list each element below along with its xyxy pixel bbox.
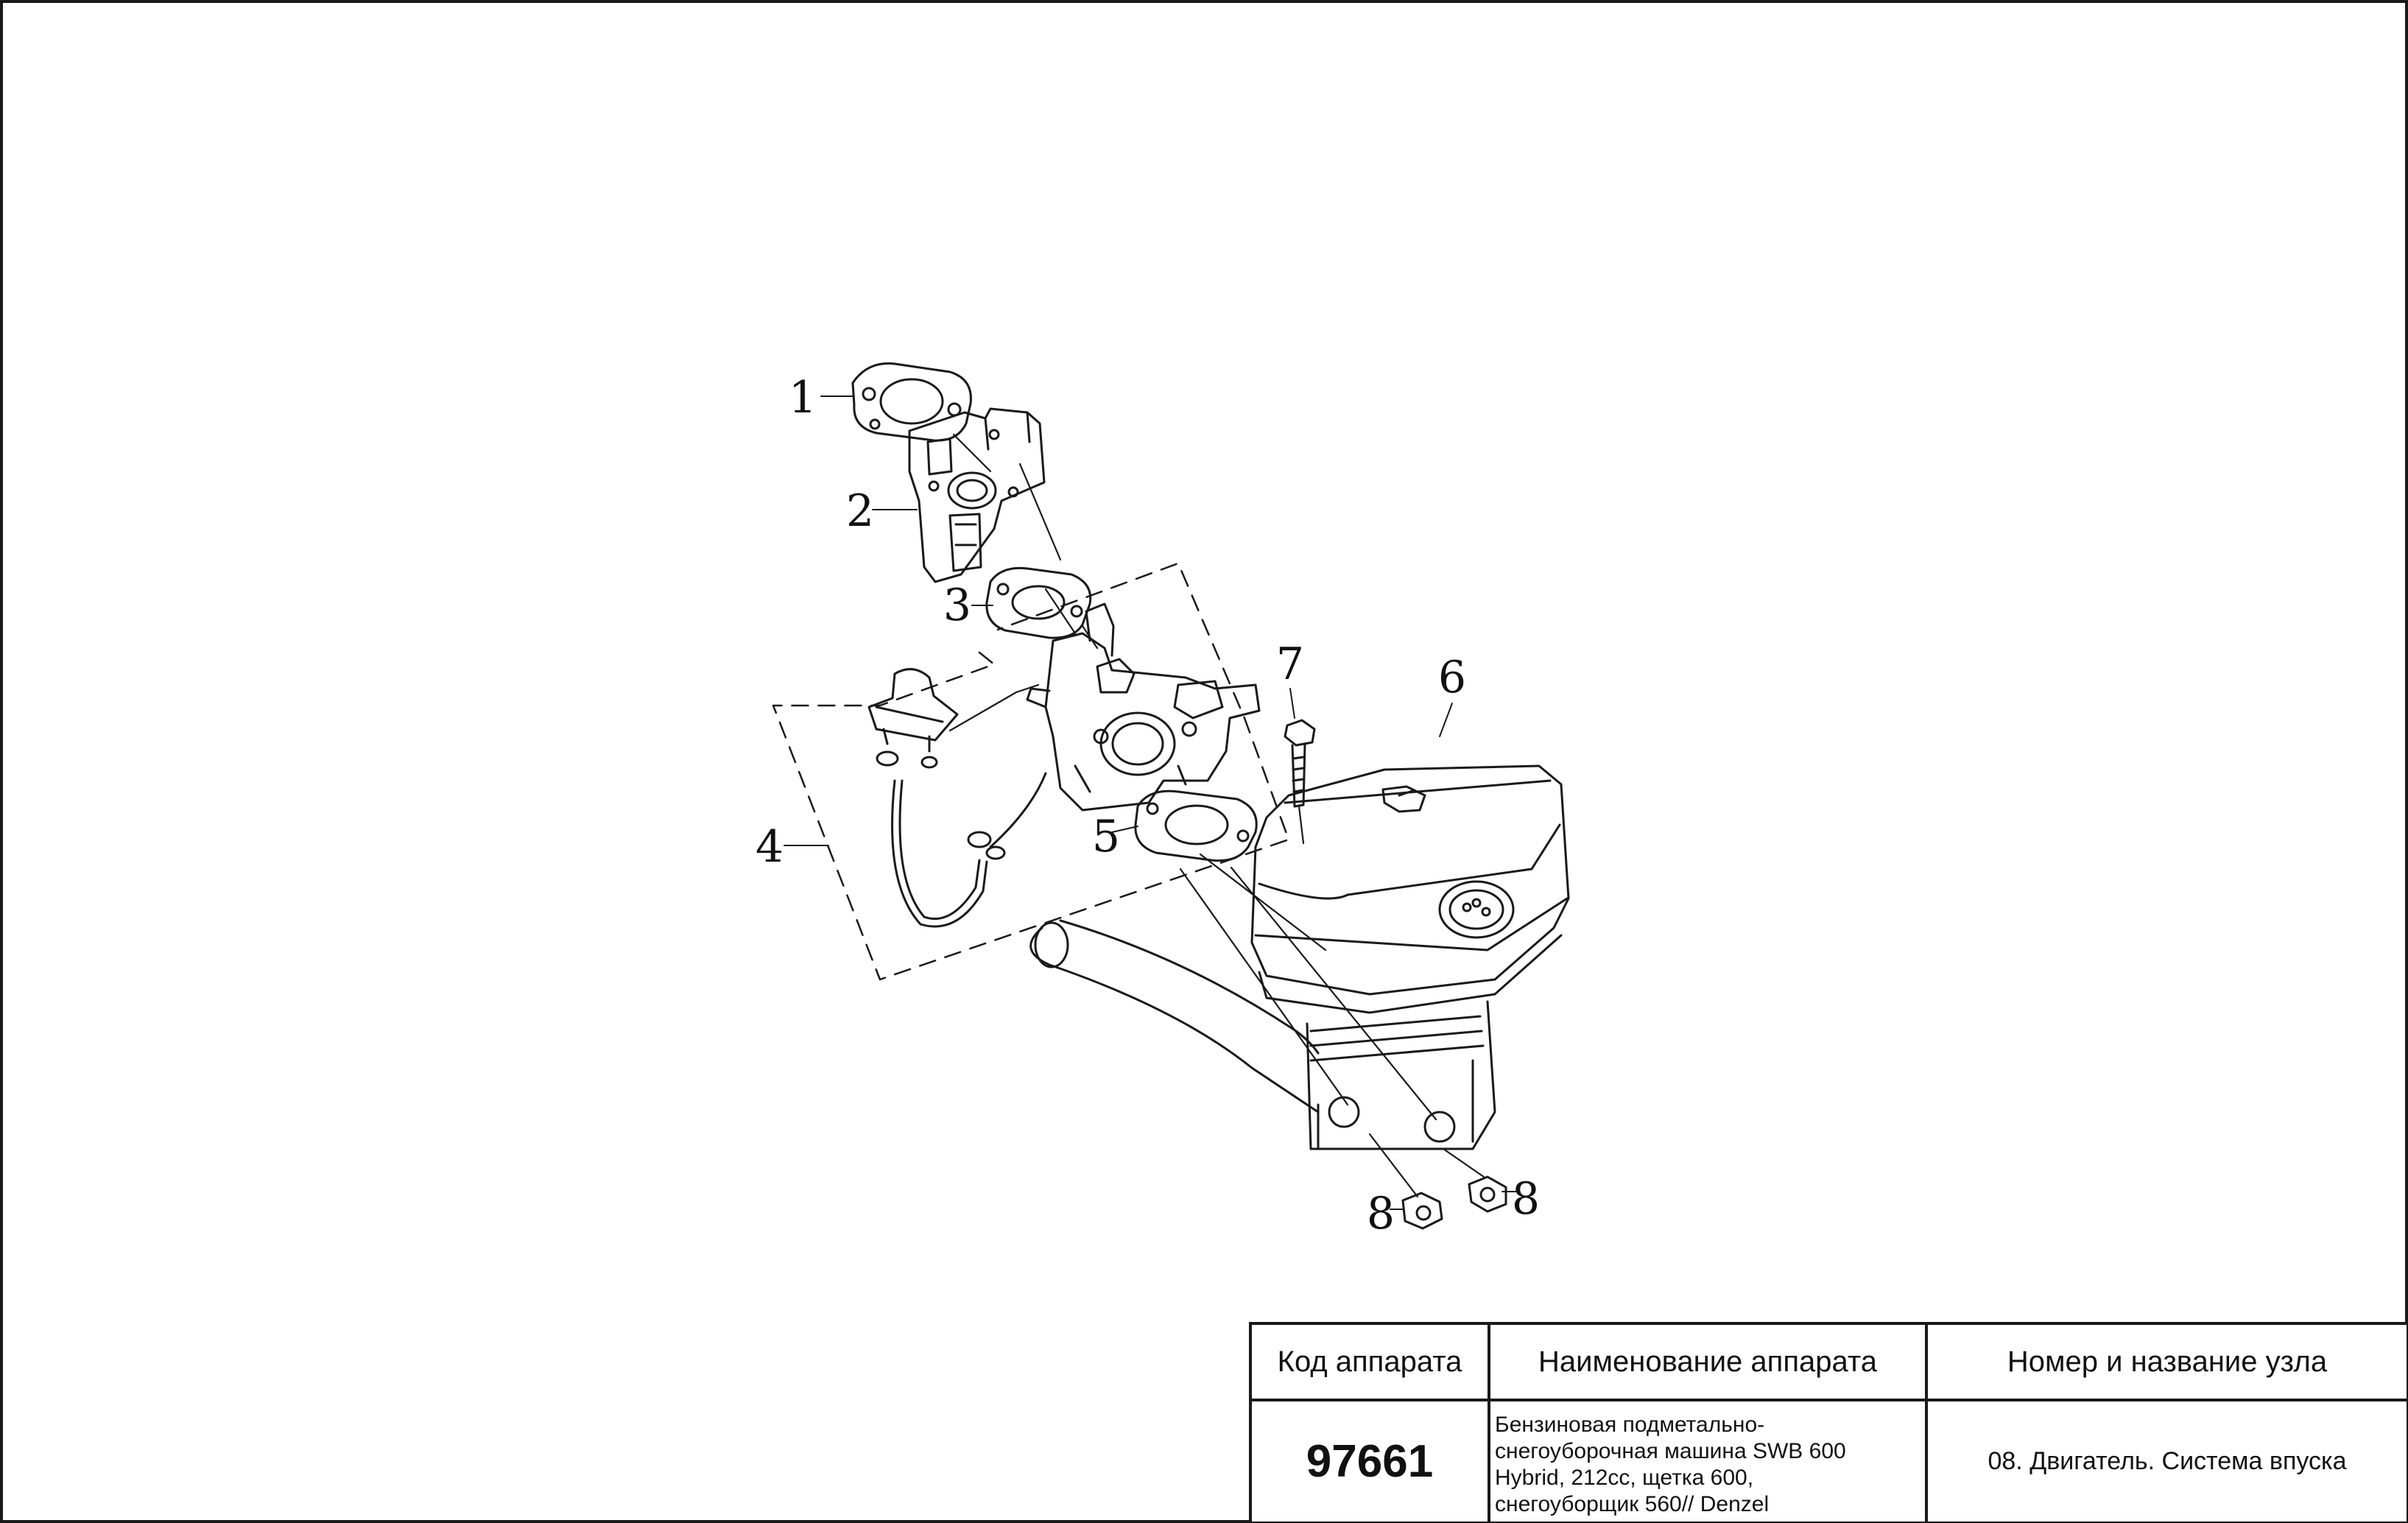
carburetor-4-part xyxy=(1026,602,1261,812)
bracket-2-part xyxy=(908,407,1046,583)
header-device-name: Наименование аппарата xyxy=(1490,1325,1928,1401)
device-name-line: Бензиновая подметально- xyxy=(1495,1413,1765,1437)
device-name-line: снегоуборочная машина SWB 600 xyxy=(1495,1439,1846,1463)
callout-2: 2 xyxy=(846,485,874,537)
callout-8-left: 8 xyxy=(1367,1188,1395,1239)
header-unit: Номер и название узла xyxy=(1928,1325,2407,1401)
gasket-3-part xyxy=(985,566,1092,639)
callout-6: 6 xyxy=(1438,652,1466,703)
unit-name: 08. Двигатель. Система впуска xyxy=(1988,1447,2347,1475)
fuel-cutoff-solenoid-part xyxy=(867,668,1047,928)
header-device-code: Код аппарата xyxy=(1252,1325,1490,1401)
air-filter-housing-6-part xyxy=(1250,764,1570,1150)
breather-hose-part xyxy=(1029,919,1320,1114)
device-name-line: Hybrid, 212cc, щетка 600, xyxy=(1495,1466,1754,1490)
callout-7: 7 xyxy=(1276,639,1304,690)
callout-8-right: 8 xyxy=(1512,1173,1540,1225)
callout-4: 4 xyxy=(756,821,784,873)
nut-8-right-part xyxy=(1468,1175,1507,1213)
title-block: Код аппарата Наименование аппарата Номер… xyxy=(1249,1322,2407,1522)
callout-1: 1 xyxy=(789,372,817,423)
callout-leaders xyxy=(784,395,1516,1210)
callout-5: 5 xyxy=(1092,811,1120,862)
device-name-line: снегоуборщик 560// Denzel xyxy=(1495,1492,1770,1516)
device-name: Бензиновая подметально- снегоуборочная м… xyxy=(1490,1401,1928,1522)
assembly-group-outline xyxy=(772,562,1290,981)
gasket-5-part xyxy=(1134,789,1258,862)
nut-8-left-part xyxy=(1401,1192,1443,1230)
device-code: 97661 xyxy=(1252,1401,1490,1522)
callout-3: 3 xyxy=(943,580,971,631)
